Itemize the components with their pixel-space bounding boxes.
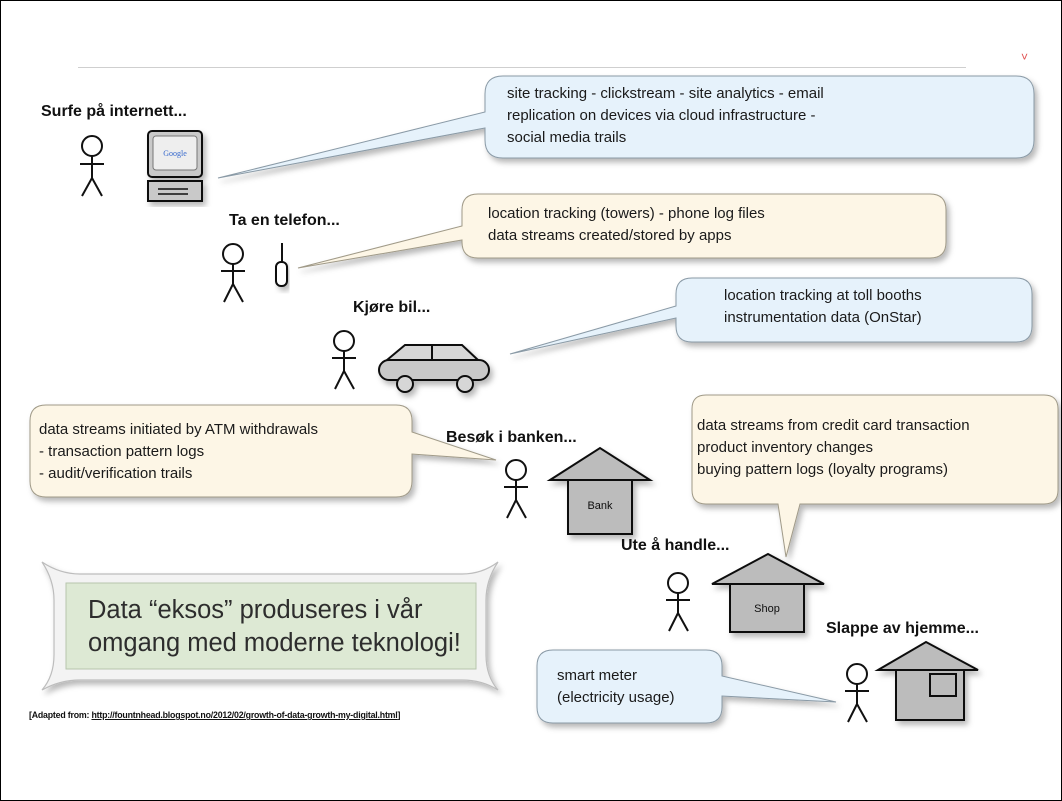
source-prefix: [Adapted from:: [29, 710, 92, 720]
bubble-phone-text: location tracking (towers) - phone log f…: [488, 203, 765, 247]
bubble-line: data streams created/stored by apps: [488, 227, 732, 244]
car-icon: [378, 344, 490, 393]
source-link[interactable]: http://fountnhead.blogspot.no/2012/02/gr…: [91, 710, 398, 720]
heading-phone: Ta en telefon...: [229, 212, 340, 229]
bubble-line: data streams from credit card transactio…: [697, 417, 970, 434]
bubble-car-shape: [509, 277, 1033, 355]
computer-icon: Google: [147, 130, 203, 202]
heading-car: Kjøre bil...: [353, 299, 431, 316]
bubble-line: location tracking (towers) - phone log f…: [488, 205, 765, 222]
bubble-bank-shape: [29, 404, 497, 498]
source-suffix: ]: [397, 710, 401, 720]
bubble-line: site tracking - clickstream - site analy…: [507, 85, 824, 102]
bubble-home-shape: [536, 649, 837, 724]
shop-icon: Shop: [711, 552, 825, 633]
callout-line: Data “eksos” produseres i vår: [88, 596, 423, 624]
bubble-line: - audit/verification trails: [39, 465, 193, 482]
shop-label: Shop: [754, 603, 780, 615]
heading-internet: Surfe på internett...: [41, 103, 187, 120]
bubble-bank-text: data streams initiated by ATM withdrawal…: [39, 419, 318, 485]
heading-bank: Besøk i banken...: [446, 429, 577, 446]
bank-icon: Bank: [546, 446, 654, 535]
bubble-home-text: smart meter (electricity usage): [557, 665, 675, 709]
person-icon: [504, 459, 528, 519]
person-icon: [845, 663, 869, 723]
house-icon: [874, 640, 979, 721]
bubble-line: - transaction pattern logs: [39, 443, 205, 460]
bubble-car-text: location tracking at toll booths instrum…: [724, 285, 922, 329]
bubble-line: instrumentation data (OnStar): [724, 309, 922, 326]
person-icon: [332, 330, 356, 390]
bubble-line: social media trails: [507, 129, 627, 146]
bubble-line: (electricity usage): [557, 689, 675, 706]
bubble-line: smart meter: [557, 667, 638, 684]
bubble-line: replication on devices via cloud infrast…: [507, 107, 816, 124]
bank-label: Bank: [587, 500, 613, 512]
bubble-phone-shape: [297, 193, 947, 269]
callout-line: omgang med moderne teknologi!: [88, 629, 461, 657]
google-label: Google: [163, 149, 187, 158]
corner-mark: ˅: [1021, 50, 1029, 64]
bubble-line: buying pattern logs (loyalty programs): [697, 461, 948, 478]
bubble-internet-text: site tracking - clickstream - site analy…: [507, 83, 824, 149]
person-icon: [80, 135, 104, 197]
person-icon: [666, 572, 690, 632]
bubble-shop-shape: [691, 394, 1059, 558]
bubble-line: data streams initiated by ATM withdrawal…: [39, 421, 319, 438]
callout-text: Data “eksos” produseres i vår omgang med…: [88, 594, 508, 660]
person-icon: [221, 243, 245, 303]
bubble-line: location tracking at toll booths: [724, 287, 922, 304]
bubble-line: product inventory changes: [697, 439, 873, 456]
top-rule: [78, 67, 966, 68]
phone-icon: [275, 243, 288, 287]
callout-box: [41, 561, 499, 691]
heading-home: Slappe av hjemme...: [826, 620, 979, 637]
bubble-shop-text: data streams from credit card transactio…: [697, 415, 970, 481]
heading-shop: Ute å handle...: [621, 537, 730, 554]
bubble-internet-shape: [217, 75, 1035, 179]
source-attribution: [Adapted from: http://fountnhead.blogspo…: [29, 710, 400, 720]
